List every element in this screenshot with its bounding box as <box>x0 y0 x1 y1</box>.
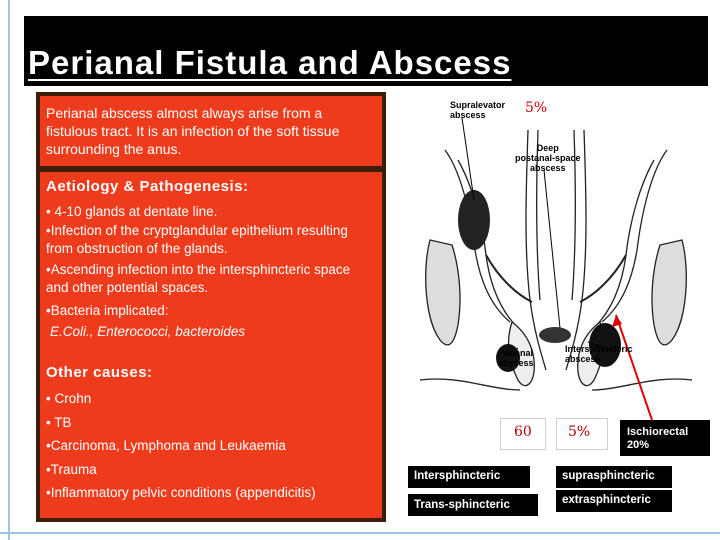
deep-postanal-abscess-mark <box>539 327 571 343</box>
aetiology-item: • 4-10 glands at dentate line. <box>46 204 218 219</box>
red-arrow <box>615 314 653 421</box>
intersphincteric-percent: 60 <box>514 424 532 440</box>
aetiology-box: Aetiology & Pathogenesis: • 4-10 glands … <box>40 172 382 518</box>
perianal-label: Perianal abscess <box>498 348 534 368</box>
deep-postanal-label: Deep postanal-space abscess <box>515 143 581 173</box>
perianal-abscess-diagram: Supralevator abscess Deep postanal-space… <box>400 90 712 450</box>
aetiology-item: E.Coli., Enterococci, bacteroides <box>50 324 246 339</box>
aetiology-item: •Infection of the cryptglandular epithel… <box>46 223 348 256</box>
aetiology-item: •Ascending infection into the intersphin… <box>46 262 351 295</box>
intersphincteric-percent-box <box>500 418 546 450</box>
suprasphincteric-percent: 5% <box>568 424 591 440</box>
ischiorectal-box: Ischiorectal 20% <box>620 420 710 456</box>
other-cause-item: • Crohn <box>46 391 92 406</box>
other-cause-item: •Inflammatory pelvic conditions (appendi… <box>46 485 316 500</box>
suprasphincteric-percent-box <box>556 418 608 450</box>
aetiology-item: •Bacteria implicated: <box>46 303 169 318</box>
supralevator-abscess-mark <box>458 190 490 250</box>
intersphincteric-label: Intersphincteric abscess <box>565 344 633 364</box>
suprasphincteric-type: suprasphincteric <box>556 466 672 488</box>
supralevator-label: Supralevator abscess <box>450 100 506 120</box>
intersphincteric-type: Intersphincteric <box>408 466 530 488</box>
slide-title: Perianal Fistula and Abscess <box>28 44 512 81</box>
other-cause-item: •Carcinoma, Lymphoma and Leukaemia <box>46 438 286 453</box>
pelvis-drawing <box>419 117 693 421</box>
perianal-abscess-mark <box>496 344 520 372</box>
intro-text: Perianal abscess almost always arise fro… <box>46 105 340 157</box>
red-arrow-head <box>612 315 622 327</box>
intro-box: Perianal abscess almost always arise fro… <box>40 96 382 166</box>
intersphincteric-abscess-mark <box>589 323 621 367</box>
other-cause-item: • TB <box>46 414 72 430</box>
transsphincteric-type: Trans-sphincteric <box>408 494 538 516</box>
other-cause-item: •Trauma <box>46 461 97 477</box>
supralevator-percent: 5% <box>525 100 548 116</box>
extrasphincteric-type: extrasphincteric <box>556 490 672 512</box>
title-bar <box>24 16 708 86</box>
frame-line-bottom <box>0 532 720 534</box>
frame-line-left <box>8 0 10 540</box>
aetiology-heading: Aetiology & Pathogenesis: <box>46 178 249 195</box>
other-causes-heading: Other causes: <box>46 364 153 381</box>
